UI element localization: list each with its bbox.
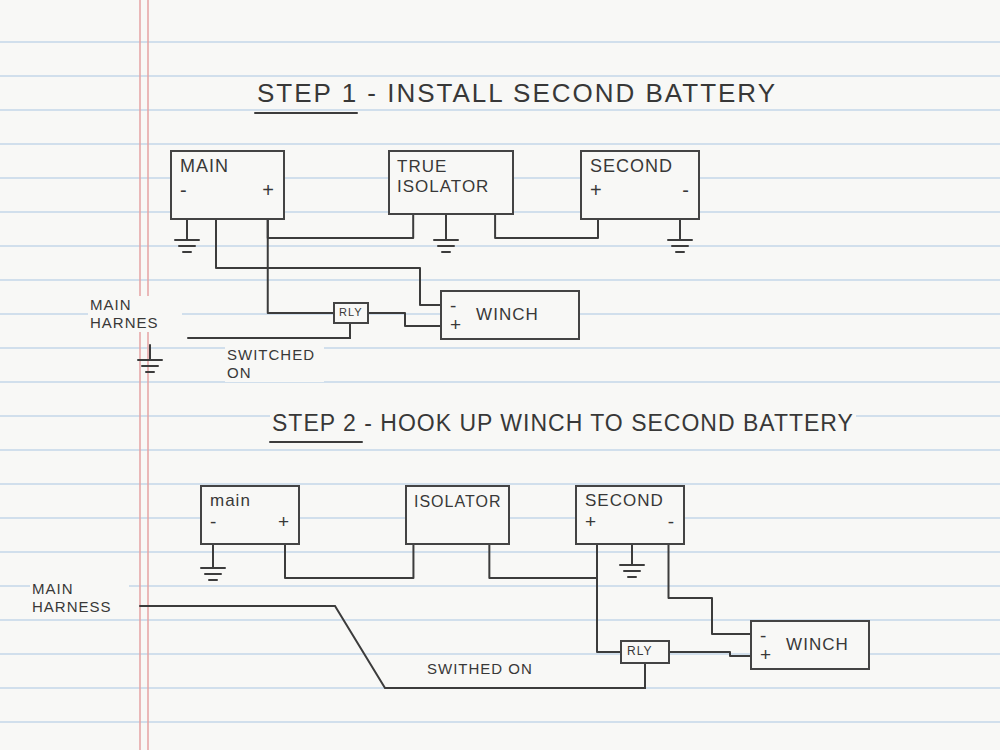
- wire-connector: [669, 545, 751, 634]
- node-text: -: [450, 296, 462, 315]
- node-text: +: [590, 178, 603, 202]
- node-text: SECOND: [590, 156, 690, 178]
- wire-connector: [489, 545, 597, 578]
- heading-underline: [255, 112, 357, 114]
- terminal-row: +-: [585, 511, 675, 534]
- node-text: ISOLATOR: [414, 492, 501, 511]
- node-text: -: [210, 511, 217, 534]
- wire-connector: [670, 652, 750, 656]
- ground-symbol: [201, 545, 225, 580]
- relay-box: RLY: [333, 302, 369, 324]
- node-text: +: [278, 511, 290, 534]
- node-text: TRUE ISOLATOR: [397, 157, 505, 198]
- node-text: +: [262, 178, 275, 202]
- harness-wire: [188, 324, 350, 338]
- relay-box: RLY: [620, 640, 670, 664]
- harness-label: MAIN HARNES: [88, 296, 182, 332]
- wire-connector: [268, 220, 333, 313]
- wire-connector: [216, 220, 440, 305]
- wire-connector: [268, 215, 413, 238]
- step-heading: STEP 2 - HOOK UP WINCH TO SECOND BATTERY: [270, 410, 856, 438]
- heading-underline: [270, 441, 362, 443]
- terminal-column: -+: [450, 296, 462, 334]
- ground-symbol: [138, 345, 162, 372]
- node-text: main: [210, 491, 290, 511]
- ground-symbol: [620, 545, 644, 577]
- terminal-row: -+: [210, 511, 290, 534]
- battery-box: SECOND+-: [580, 150, 700, 220]
- harness-label: MAIN HARNESS: [30, 580, 129, 616]
- wire-connector: [597, 545, 620, 652]
- isolator-box: ISOLATOR: [405, 485, 510, 545]
- terminal-column: -+: [760, 626, 772, 664]
- winch-box: -+ WINCH: [440, 290, 580, 340]
- step-heading: STEP 1 - INSTALL SECOND BATTERY: [255, 78, 779, 109]
- winch-layout: -+ WINCH: [450, 296, 570, 334]
- node-text: WINCH: [786, 635, 849, 655]
- node-text: +: [585, 511, 597, 534]
- wire-connector: [369, 313, 440, 326]
- wire-connector: [285, 545, 413, 578]
- node-text: -: [668, 511, 675, 534]
- node-text: RLY: [627, 644, 663, 658]
- node-text: RLY: [339, 306, 363, 319]
- terminal-row: +-: [590, 178, 690, 202]
- isolator-box: TRUE ISOLATOR: [388, 150, 514, 215]
- battery-box: SECOND+-: [575, 485, 685, 545]
- node-text: WINCH: [476, 305, 539, 325]
- winch-box: -+ WINCH: [750, 620, 870, 670]
- node-text: -: [682, 178, 690, 202]
- ground-symbol: [175, 220, 199, 252]
- node-text: MAIN: [180, 156, 275, 178]
- node-text: SECOND: [585, 491, 675, 511]
- node-text: +: [450, 315, 462, 334]
- battery-box: MAIN-+: [170, 150, 285, 220]
- battery-box: main-+: [200, 485, 300, 545]
- switch-label: SWITCHED ON: [225, 346, 324, 382]
- node-text: +: [760, 645, 772, 664]
- ground-symbol: [668, 220, 692, 252]
- ground-symbol: [434, 215, 458, 252]
- node-text: -: [180, 178, 188, 202]
- harness-wire: [140, 606, 645, 688]
- switch-label: SWITHED ON: [425, 660, 535, 678]
- winch-layout: -+ WINCH: [760, 626, 860, 664]
- terminal-row: -+: [180, 178, 275, 202]
- node-text: -: [760, 626, 772, 645]
